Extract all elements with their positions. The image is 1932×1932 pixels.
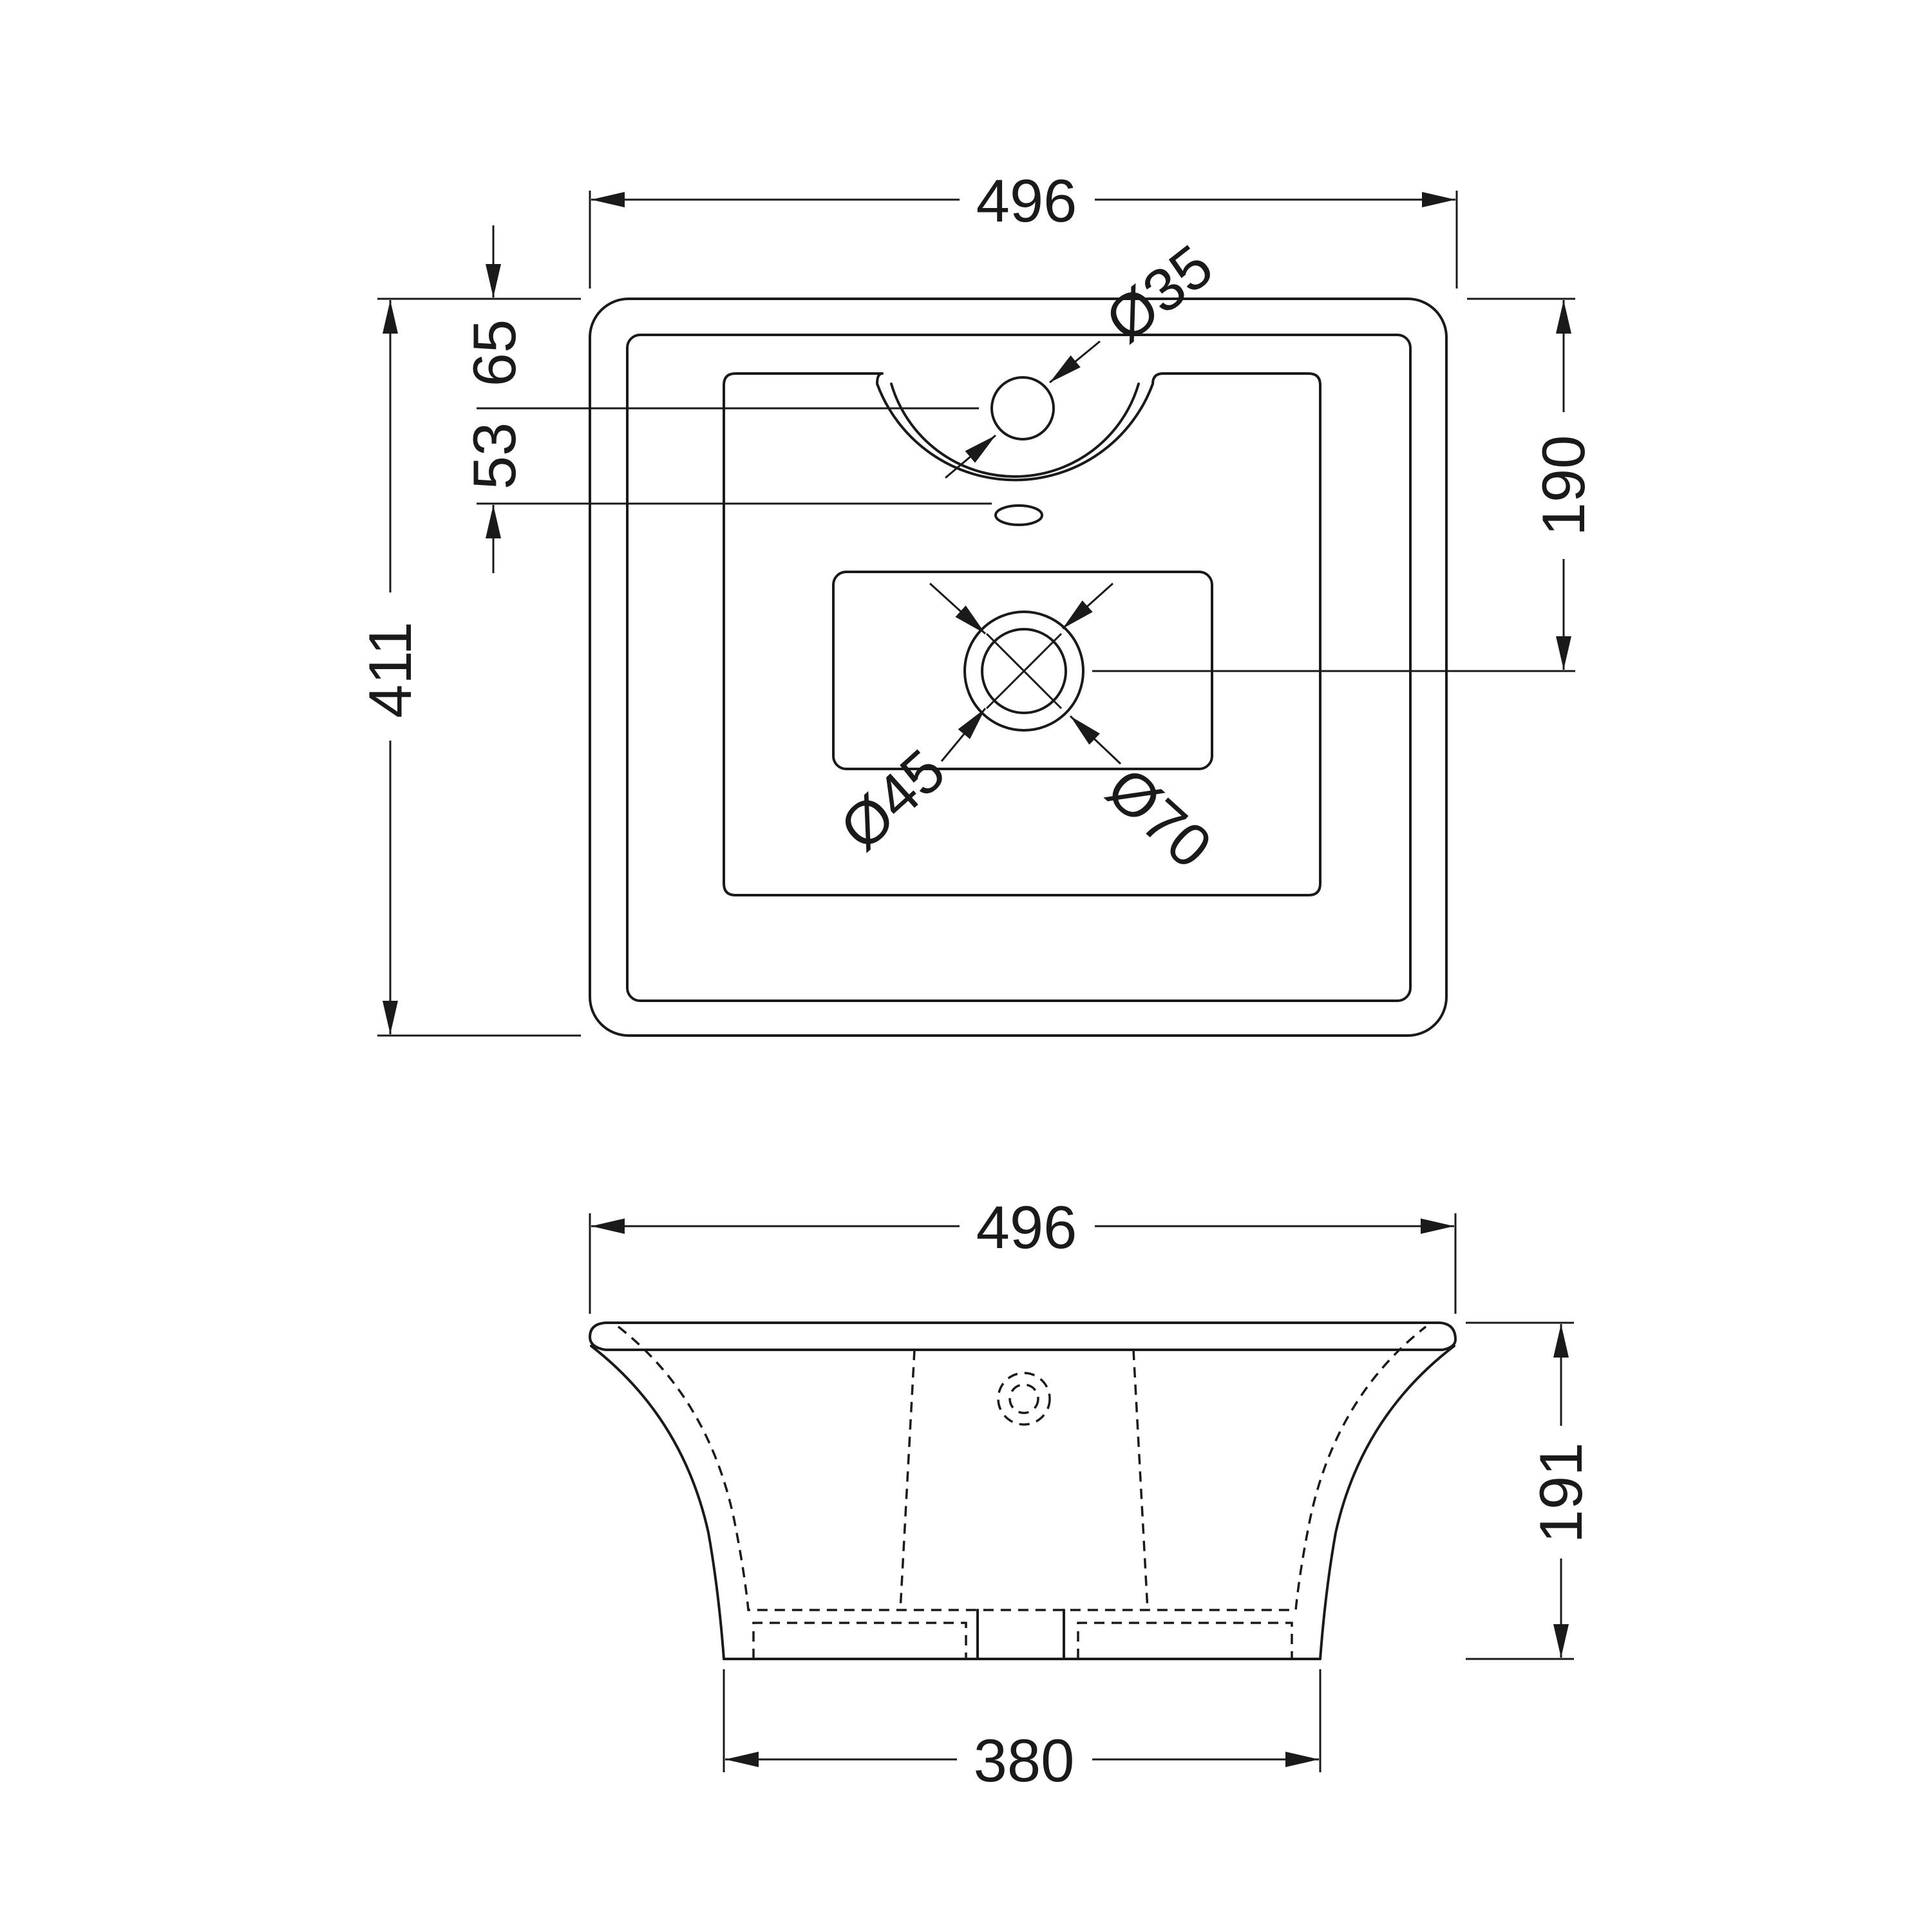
waste-diameter-label: Ø45 (828, 736, 958, 863)
overall-depth-label: 411 (356, 621, 424, 718)
overall-width-label: 496 (976, 167, 1077, 234)
waste-inner-leader (940, 708, 987, 762)
waste-offset-label: 190 (1530, 435, 1597, 536)
basin-inner-outline (626, 334, 1412, 1002)
overflow-slot (994, 504, 1043, 526)
hidden-overflow-outer (997, 1372, 1051, 1426)
tap-offset-label: 65 (460, 319, 528, 387)
hidden-inner-profile (617, 1325, 1427, 1611)
side-view: 496 191 380 (589, 1193, 1595, 1794)
waste-inner-leader (929, 582, 987, 635)
waste-diagonal-line (985, 632, 1063, 710)
side-overall-width-label: 496 (976, 1193, 1077, 1261)
hidden-bowl-wall (1132, 1349, 1149, 1611)
waste-inner-ring (981, 628, 1067, 714)
tap-hole-leader (945, 434, 996, 479)
hidden-bowl-wall (899, 1349, 916, 1611)
hidden-overflow-inner (1009, 1383, 1039, 1414)
hidden-foot-recess (1077, 1622, 1293, 1659)
basin-rim (589, 1321, 1457, 1351)
tap-hole (990, 376, 1055, 440)
bowl-outline (723, 372, 1321, 896)
basin-body-outline (590, 1345, 1455, 1660)
overflow-offset-label: 53 (460, 422, 528, 490)
tap-deck-arc (890, 383, 1140, 478)
tap-hole-diameter-label: Ø35 (1093, 232, 1225, 355)
height-label: 191 (1527, 1443, 1595, 1544)
waste-outer-ring (963, 611, 1084, 732)
waste-outer-leader (1061, 582, 1114, 630)
base-width-label: 380 (974, 1727, 1075, 1794)
tap-hole-leader (1049, 340, 1101, 384)
top-view: 496 411 65 53 190 Ø35 Ø45 Ø70 (356, 167, 1597, 1037)
waste-outer-diameter-label: Ø70 (1094, 754, 1224, 881)
basin-outer-outline (589, 298, 1448, 1037)
waste-outer-leader (1069, 715, 1122, 765)
hidden-foot-recess (752, 1622, 967, 1659)
